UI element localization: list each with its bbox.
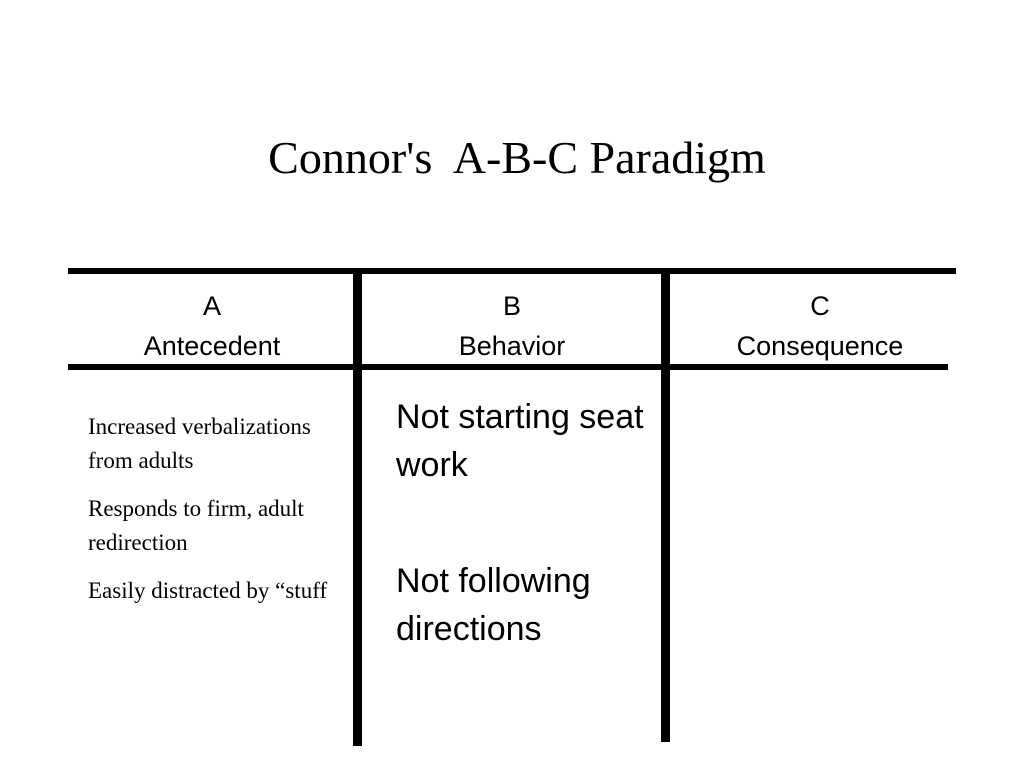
column-header-antecedent: A Antecedent	[68, 286, 356, 366]
antecedent-item: Increased verbalizations from adults	[88, 414, 311, 473]
page-title: Connor's A-B-C Paradigm	[268, 132, 766, 183]
header-divider-rule	[68, 364, 948, 370]
column-name: Behavior	[458, 331, 566, 361]
table-top-rule	[68, 268, 956, 274]
behavior-list: Not starting seat work Not following dir…	[396, 393, 656, 721]
column-divider-bc	[661, 272, 670, 742]
behavior-item: Not starting seat work	[396, 398, 644, 484]
behavior-item: Not following directions	[396, 562, 591, 648]
column-letter: B	[502, 291, 521, 321]
column-name: Consequence	[736, 331, 904, 361]
antecedent-item: Responds to firm, adult redirection	[88, 496, 304, 555]
antecedent-item: Easily distracted by “stuff	[88, 578, 328, 603]
column-header-consequence: C Consequence	[670, 286, 970, 366]
antecedent-list: Increased verbalizations from adults Res…	[88, 410, 338, 622]
column-letter: C	[810, 291, 830, 321]
column-name: Antecedent	[143, 331, 281, 361]
column-letter: A	[202, 291, 221, 321]
column-divider-ab	[353, 272, 362, 746]
column-header-behavior: B Behavior	[362, 286, 662, 366]
